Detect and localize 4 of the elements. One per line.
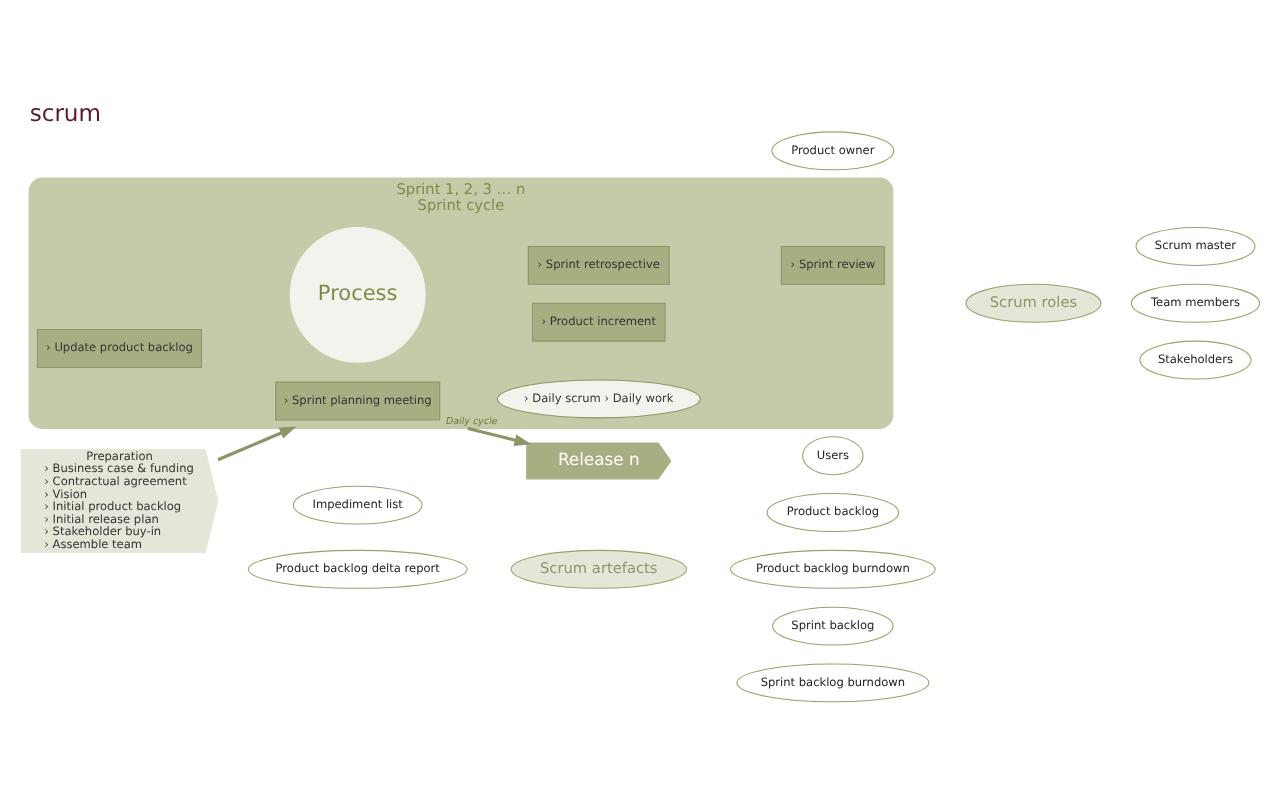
diagram-title: scrum: [29, 98, 102, 127]
arrow: [467, 426, 532, 446]
node-circle: Process: [288, 225, 427, 364]
arrow: [217, 426, 297, 462]
